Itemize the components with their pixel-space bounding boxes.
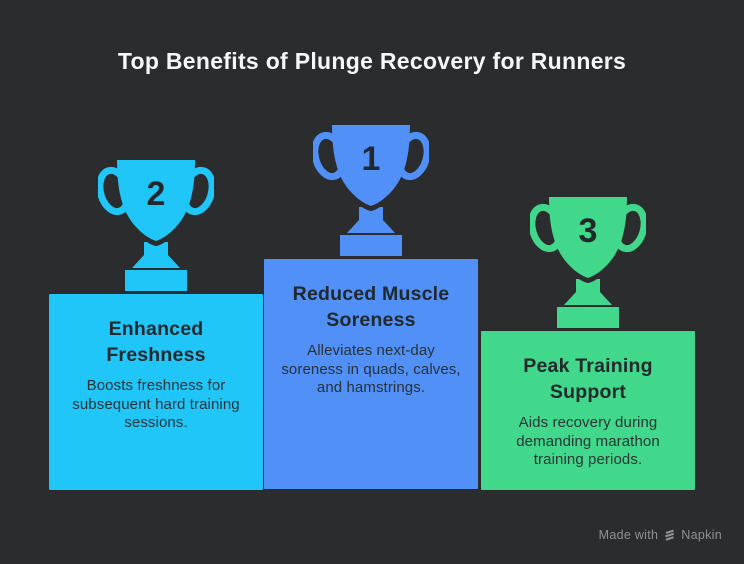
watermark-brand: Napkin — [681, 528, 722, 542]
benefit-description: Boosts freshness for subsequent hard tra… — [72, 377, 240, 431]
trophy-seam — [347, 186, 395, 212]
trophy-stem — [347, 207, 395, 233]
trophy-cup — [549, 197, 627, 278]
trophy-cup — [117, 160, 195, 241]
trophy-base — [125, 270, 187, 291]
podium-block-rank2: Enhanced Freshness Boosts freshness for … — [49, 294, 263, 490]
trophy-seam — [564, 258, 612, 284]
rank-number: 2 — [147, 175, 166, 213]
benefit-description: Aids recovery during demanding marathon … — [516, 414, 660, 468]
napkin-logo-icon — [665, 529, 675, 541]
podium-block-rank1: Reduced Muscle Soreness Alleviates next-… — [264, 259, 478, 489]
trophy-icon-rank1: 1 — [313, 125, 429, 256]
rank-number: 3 — [579, 212, 598, 250]
trophy-icon-rank2: 2 — [98, 160, 214, 291]
watermark: Made with Napkin — [599, 528, 722, 542]
podium-block-rank3: Peak Training Support Aids recovery duri… — [481, 331, 695, 490]
trophy-seam — [132, 221, 180, 247]
trophy-stem — [132, 242, 180, 268]
benefit-title: Reduced Muscle Soreness — [292, 283, 450, 331]
page-title: Top Benefits of Plunge Recovery for Runn… — [117, 48, 627, 74]
trophy-base — [340, 235, 402, 256]
benefit-title: Peak Training Support — [523, 355, 653, 403]
watermark-prefix: Made with — [598, 528, 659, 542]
benefit-description: Alleviates next-day soreness in quads, c… — [281, 342, 461, 396]
trophy-base — [557, 307, 619, 328]
trophy-cup — [332, 125, 410, 206]
trophy-stem — [564, 279, 612, 305]
trophy-icon-rank3: 3 — [530, 197, 646, 328]
benefit-title: Enhanced Freshness — [106, 318, 206, 366]
rank-number: 1 — [362, 140, 381, 178]
